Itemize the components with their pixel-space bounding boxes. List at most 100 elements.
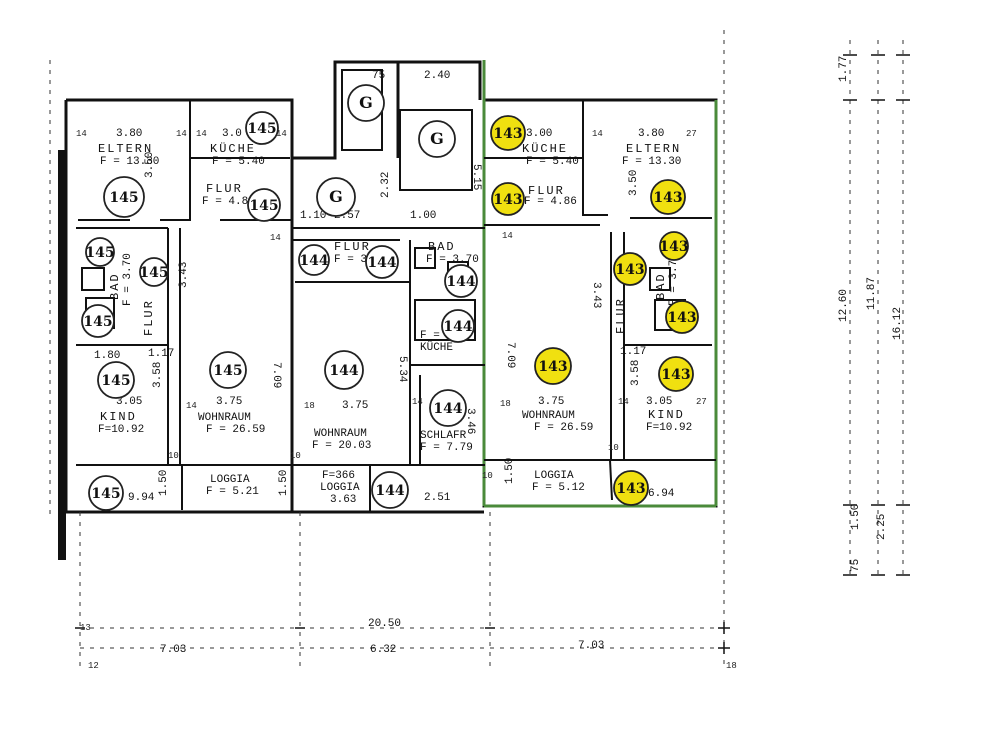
apartment-145-marker-circle [209, 351, 247, 389]
inner-walls [76, 69, 716, 512]
svg-text:14: 14 [276, 129, 287, 139]
stair-width-label: 2.40 [424, 70, 450, 82]
wohn-room-label: WOHNRAUM [198, 412, 251, 424]
loggia-width-label: 9.94 [128, 492, 155, 504]
kueche-room-label: KÜCHE [522, 142, 568, 156]
bad-area-label: F = 3.70 [426, 254, 479, 266]
facade-wall [58, 150, 66, 560]
apartment-145-marker-circle [81, 304, 115, 338]
wohn-area-label: F = 20.03 [312, 440, 371, 452]
vdim-1612-label: 16.12 [892, 307, 904, 340]
g-marker-label: G [359, 93, 373, 112]
apartment-143-marker-label: 143 [659, 239, 688, 255]
vdim-1187-label: 11.87 [866, 277, 878, 310]
apartment-144-marker-label: 144 [446, 274, 475, 290]
apartment-143-marker-circle [659, 231, 689, 261]
svg-text:10: 10 [482, 471, 493, 481]
loggia-depth-label: 1.50 [158, 470, 170, 496]
flur-room-label: FLUR [528, 184, 565, 198]
svg-text:14: 14 [196, 129, 207, 139]
eltern-width-label: 3.80 [116, 128, 142, 140]
dim-110-label: 1.10 [300, 210, 326, 222]
kueche-room-label: KÜCHE [210, 142, 256, 156]
apartment-143-marker-circle [665, 300, 699, 334]
svg-text:10: 10 [290, 451, 301, 461]
apartment-145-marker-circle [103, 176, 145, 218]
apartment-145-marker-circle [97, 361, 135, 399]
g-marker-circle [347, 84, 385, 122]
apartment-143-marker-circle [613, 470, 649, 506]
loggia-width-label: 6.94 [648, 488, 675, 500]
svg-text:14: 14 [76, 129, 87, 139]
flur-area-label: F = 4.86 [524, 196, 577, 208]
middle-width-label: 6.32 [370, 644, 396, 656]
wohn-dim-label: 3.43 [178, 262, 190, 288]
vdim-75-label: 75 [850, 559, 862, 572]
apartment-143-marker-label: 143 [615, 262, 644, 278]
apartment-143-marker-label: 143 [493, 126, 522, 142]
apartment-145-marker-label: 145 [213, 363, 242, 379]
wohn-height-label: 7.09 [504, 342, 516, 368]
wohn-height-label: 5.34 [396, 356, 408, 383]
green-walls [482, 60, 718, 508]
svg-text:18: 18 [304, 401, 315, 411]
svg-text:27: 27 [686, 129, 697, 139]
kind-room-label: KIND [100, 410, 137, 424]
loggia-depth-label: 3.63 [330, 494, 356, 506]
wohn-width-label: 3.75 [342, 400, 368, 412]
schlaf-dim-label: 3.46 [464, 408, 476, 434]
apartment-143-marker-label: 143 [661, 367, 690, 383]
apartment-145: 3.80 ELTERN F = 13.30 3.0 KÜCHE F = 5.40… [94, 128, 290, 504]
svg-text:14: 14 [592, 129, 603, 139]
apartment-143-marker-circle [490, 115, 526, 151]
loggia-width-label: 2.51 [424, 492, 451, 504]
flur2-room-label: FLUR [142, 299, 156, 336]
loggia-room-label: LOGGIA [534, 470, 574, 482]
kind-area-label: F=10.92 [646, 422, 692, 434]
apartment-143-marker-label: 143 [616, 481, 645, 497]
apartment-143: 3.00 KÜCHE F = 5.40 3.80 ELTERN F = 13.3… [504, 128, 692, 500]
loggia-area-label: F = 5.12 [532, 482, 585, 494]
bad-room-label: BAD [108, 272, 122, 300]
eltern-height-label: 3.50 [628, 170, 640, 196]
apartment-144-marker-label: 144 [329, 363, 358, 379]
apartment-145-marker-label: 145 [109, 190, 138, 206]
g-marker-label: G [430, 129, 444, 148]
apartment-144: 1.10 2.57 2.32 1.00 FLUR F = 3.2 BAD F =… [300, 172, 479, 506]
apartment-144-marker-circle [365, 245, 399, 279]
kind-width-label: 3.05 [646, 396, 672, 408]
apartment-143-marker-circle [534, 347, 572, 385]
bad-room-label: BAD [654, 272, 668, 300]
flur-area-label: F = 4.8 [202, 196, 248, 208]
kind-d1-label: 1.80 [94, 350, 120, 362]
apartment-145-marker-label: 145 [85, 245, 114, 261]
loggia-depth2-label: 1.50 [278, 470, 290, 496]
wohn-area-label: F = 26.59 [534, 422, 593, 434]
apartment-143-marker-label: 143 [667, 310, 696, 326]
svg-text:14: 14 [176, 129, 187, 139]
dim-100-label: 1.00 [410, 210, 436, 222]
right-width-label: 7.03 [578, 640, 604, 652]
loggia-area-label: F = 5.21 [206, 486, 259, 498]
apartment-145-marker-circle [245, 111, 279, 145]
apartment-145-marker-circle [139, 257, 169, 287]
left-width-label: 7.03 [160, 644, 186, 656]
svg-text:10: 10 [168, 451, 179, 461]
dim-18-label: 18 [726, 661, 737, 671]
apartment-144-marker-circle [298, 244, 330, 276]
kueche-width-label: 3.00 [526, 128, 552, 140]
apartment-143-marker-circle [613, 252, 647, 286]
kueche-area-label: F = 5.40 [212, 156, 265, 168]
kind-area-label: F=10.92 [98, 424, 144, 436]
apartment-143-marker-circle [658, 356, 694, 392]
wohn-area-label: F = 26.59 [206, 424, 265, 436]
svg-text:14: 14 [412, 397, 423, 407]
apartment-143-marker-label: 143 [493, 192, 522, 208]
dimension-ticks [75, 54, 910, 654]
apartment-144-marker-label: 144 [299, 253, 328, 269]
vdim-225-label: 2.25 [876, 514, 888, 540]
kind-height-label: 3.58 [152, 362, 164, 388]
dim-12-label: 12 [88, 661, 99, 671]
